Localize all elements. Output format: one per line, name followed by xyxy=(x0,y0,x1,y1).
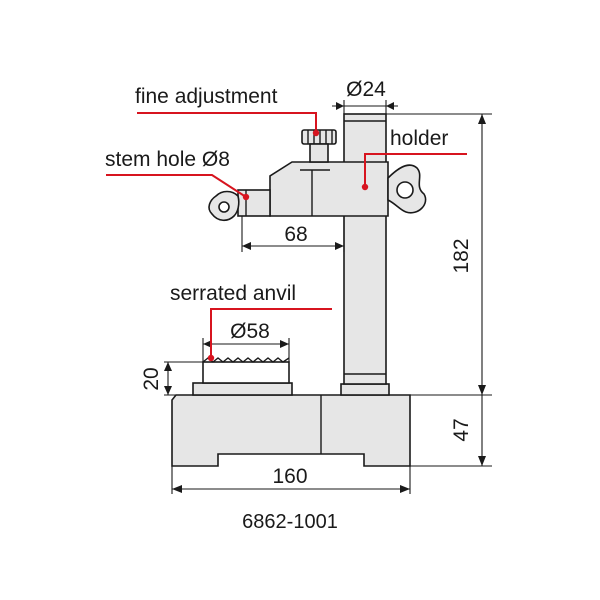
dimension-diameter-24-label: Ø24 xyxy=(346,78,386,101)
serrated-anvil xyxy=(192,357,293,396)
dimension-68-label: 68 xyxy=(284,223,307,246)
dimension-20: 20 xyxy=(140,361,203,396)
fine-adjustment-knob xyxy=(301,129,337,163)
dimension-68: 68 xyxy=(241,216,345,252)
fine-adjustment-label: fine adjustment xyxy=(135,85,278,108)
dimension-diameter-58: Ø58 xyxy=(202,320,290,362)
dimension-20-label: 20 xyxy=(140,367,163,390)
dimension-182: 182 xyxy=(386,113,492,396)
dimension-160-label: 160 xyxy=(272,465,307,488)
base xyxy=(171,394,411,467)
dimension-182-label: 182 xyxy=(450,238,473,273)
callout-serrated-anvil: serrated anvil xyxy=(170,282,332,362)
stem-hole-label: stem hole Ø8 xyxy=(105,148,230,171)
holder-label: holder xyxy=(390,127,448,150)
callout-fine-adjustment: fine adjustment xyxy=(135,85,320,137)
callout-holder: holder xyxy=(361,127,467,191)
dimension-47-label: 47 xyxy=(450,418,473,441)
dimension-47: 47 xyxy=(410,395,492,467)
holder-clamp-knob xyxy=(387,164,427,214)
dimension-160: 160 xyxy=(171,465,411,494)
callout-stem-hole: stem hole Ø8 xyxy=(105,148,250,201)
dimension-diameter-58-label: Ø58 xyxy=(230,320,270,343)
model-number: 6862-1001 xyxy=(242,511,338,533)
dimension-diameter-24: Ø24 xyxy=(332,78,398,114)
serrated-anvil-label: serrated anvil xyxy=(170,282,296,305)
stem-clamp-knob xyxy=(208,190,240,222)
